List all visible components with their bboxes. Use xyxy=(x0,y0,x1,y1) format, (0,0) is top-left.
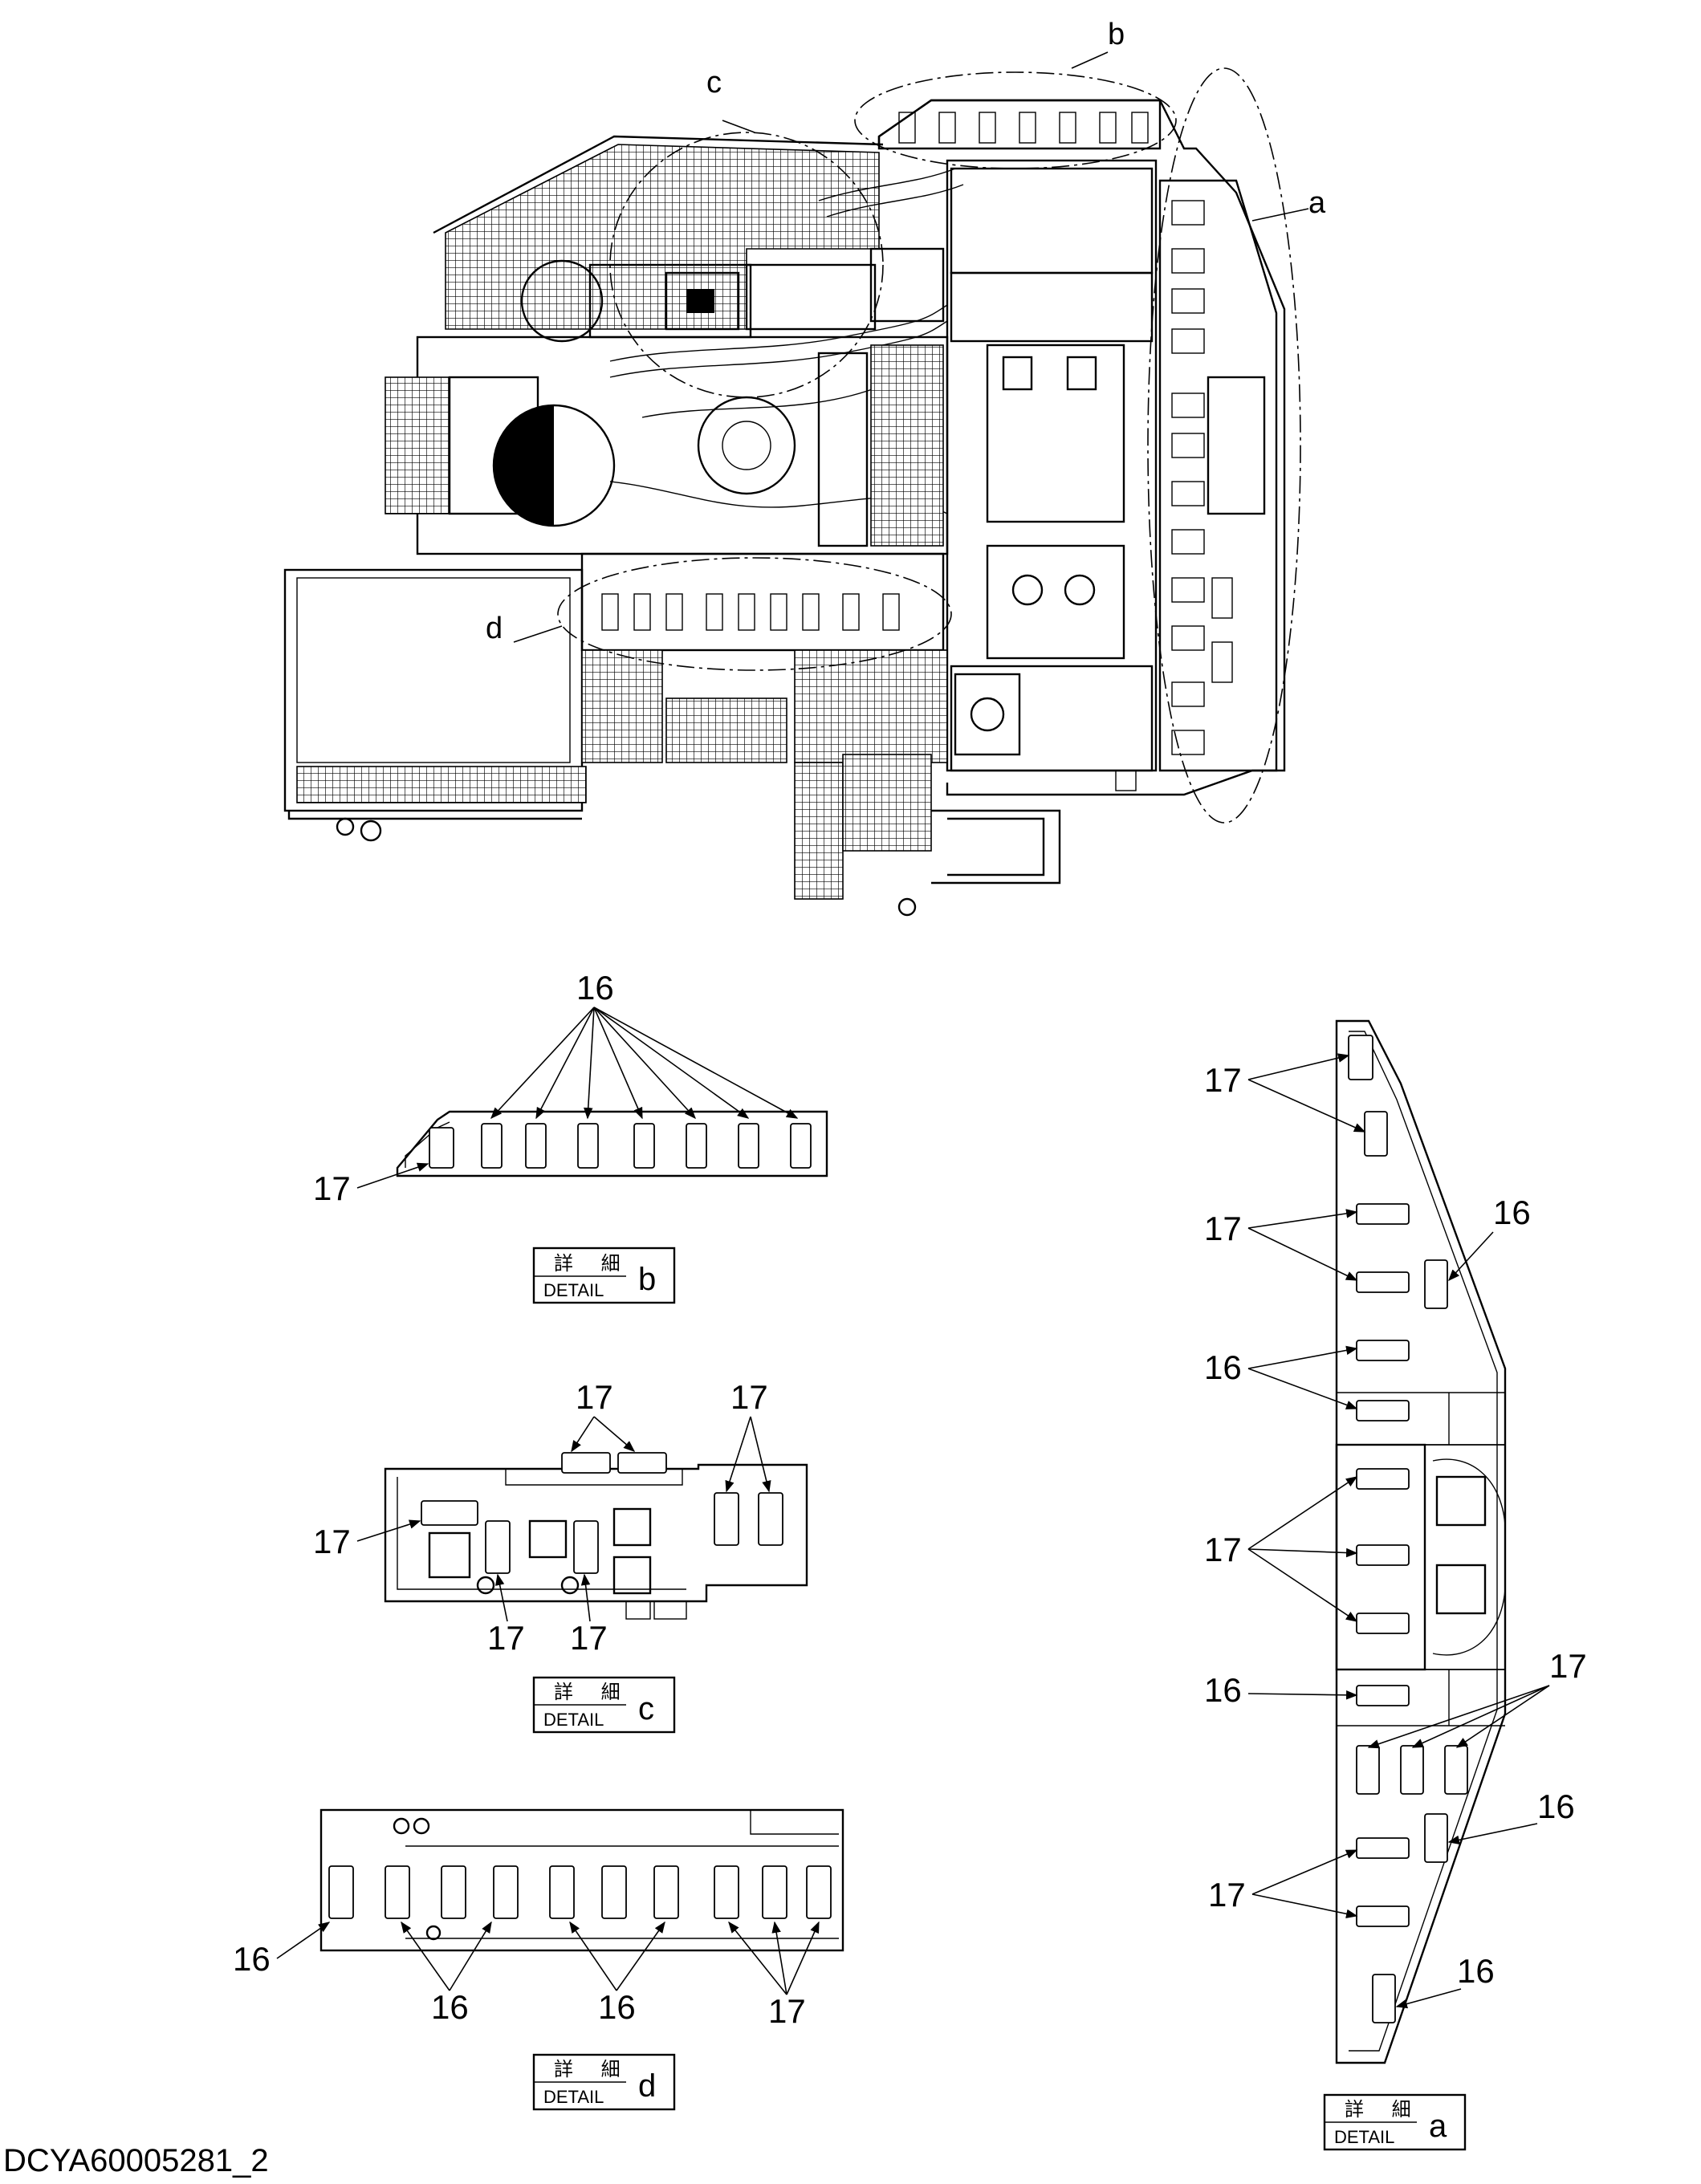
callout-b: b xyxy=(1108,18,1125,51)
svg-text:詳 細: 詳 細 xyxy=(554,1682,632,1703)
svg-text:DETAIL: DETAIL xyxy=(1334,2127,1394,2147)
label-a-l9: 17 xyxy=(1208,1876,1246,1914)
callout-c: c xyxy=(706,66,722,100)
detail-c-letter: c xyxy=(638,1691,654,1726)
main-top-view: a b c d xyxy=(283,18,1326,917)
callout-a: a xyxy=(1308,186,1326,220)
label-17-c-bottom-b: 17 xyxy=(570,1619,608,1657)
label-17-b: 17 xyxy=(313,1169,351,1207)
svg-text:DETAIL: DETAIL xyxy=(543,2087,604,2107)
control-valve xyxy=(817,352,869,547)
decal-17-b xyxy=(429,1127,454,1169)
lower-grating-left xyxy=(581,649,663,763)
detail-b-label-box xyxy=(532,1247,676,1304)
label-a-l5: 17 xyxy=(1204,1531,1242,1568)
lower-panel-row xyxy=(580,552,945,652)
label-a-l3: 16 xyxy=(1493,1194,1531,1231)
detail-a: 17 17 16 16 17 16 17 16 17 16 詳 細 DETAIL… xyxy=(1204,1019,1587,2151)
detail-b-letter: b xyxy=(638,1262,656,1297)
label-a-l7: 17 xyxy=(1549,1647,1587,1685)
detail-d: 16 16 16 17 詳 細 DETAIL d xyxy=(233,1808,844,2111)
svg-text:詳 細: 詳 細 xyxy=(1345,2099,1422,2121)
detail-b: 16 17 詳 細 DETAIL b xyxy=(313,969,828,1304)
label-a-l6: 16 xyxy=(1204,1671,1242,1709)
svg-text:詳 細: 詳 細 xyxy=(554,2059,632,2080)
callout-circle-a xyxy=(1147,67,1301,824)
detail-a-letter: a xyxy=(1429,2109,1447,2144)
label-16-d-bottom-b: 16 xyxy=(598,1988,636,2026)
label-a-l10: 16 xyxy=(1457,1952,1495,1990)
swing-motor-right xyxy=(697,396,796,495)
label-a-l1: 17 xyxy=(1204,1061,1242,1099)
engine-component xyxy=(520,259,604,343)
label-16-d-bottom-a: 16 xyxy=(431,1988,469,2026)
callout-circle-b xyxy=(854,71,1177,169)
right-side-panels xyxy=(1158,179,1278,772)
label-17-d-bottom: 17 xyxy=(768,1992,806,2030)
svg-text:詳 細: 詳 細 xyxy=(554,1253,632,1275)
callout-circle-c xyxy=(609,132,884,398)
label-17-c-left: 17 xyxy=(313,1523,351,1560)
label-a-l4: 16 xyxy=(1204,1348,1242,1386)
callout-d: d xyxy=(486,612,503,645)
callout-circle-d xyxy=(557,557,952,671)
top-panel-row xyxy=(877,99,1162,150)
detail-c: 17 17 17 17 17 詳 細 DETAIL c xyxy=(313,1378,808,1734)
label-16-b: 16 xyxy=(576,969,614,1007)
label-17-c-top-right: 17 xyxy=(730,1378,768,1416)
label-a-l2: 17 xyxy=(1204,1210,1242,1247)
svg-text:DETAIL: DETAIL xyxy=(543,1710,604,1730)
upper-walkway-grating xyxy=(445,144,880,330)
label-16-d-left: 16 xyxy=(233,1940,271,1978)
access-stairs xyxy=(794,762,844,900)
label-17-c-top-left: 17 xyxy=(576,1378,613,1416)
detail-d-letter: d xyxy=(638,2068,656,2104)
label-17-c-bottom-a: 17 xyxy=(487,1619,525,1657)
drawing-code: DCYA60005281_2 xyxy=(3,2143,269,2178)
svg-text:DETAIL: DETAIL xyxy=(543,1280,604,1300)
side-grating xyxy=(385,376,450,514)
label-a-l8: 16 xyxy=(1537,1787,1575,1825)
